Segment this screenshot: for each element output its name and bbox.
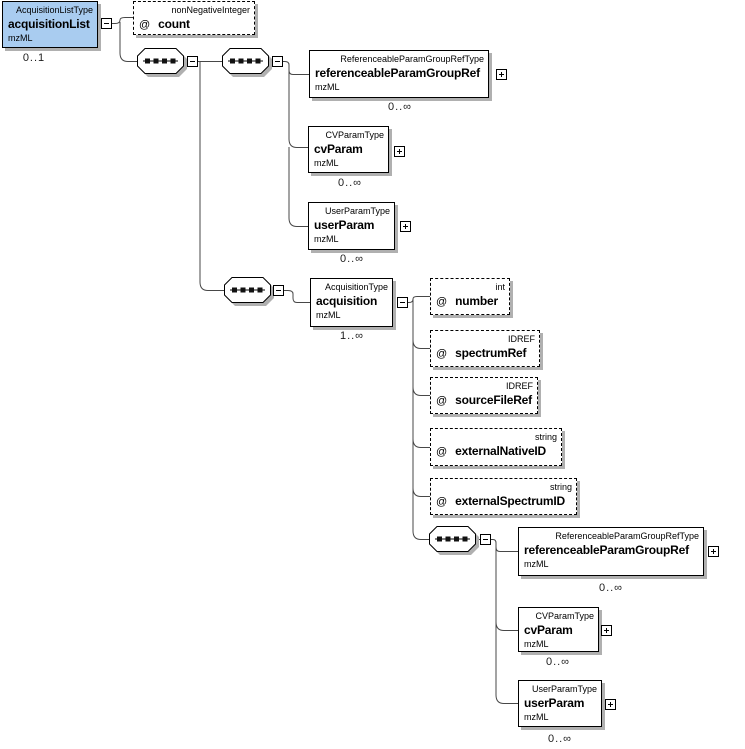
element-name: referenceableParamGroupRef <box>315 66 480 80</box>
element-name: referenceableParamGroupRef <box>524 543 689 557</box>
attribute-name: @sourceFileRef <box>436 393 532 407</box>
sequence-compositor-icon[interactable] <box>137 48 188 78</box>
attribute-box-externalSpectrumID[interactable]: string @externalSpectrumID <box>430 478 577 515</box>
collapse-toggle-icon[interactable] <box>397 297 408 308</box>
element-box-referenceableParamGroupRef[interactable]: ReferenceableParamGroupRefType reference… <box>518 527 704 576</box>
cardinality-label: 0..∞ <box>598 582 624 594</box>
attribute-name: @number <box>436 294 498 308</box>
collapse-toggle-icon[interactable] <box>273 285 284 296</box>
attribute-box-spectrumRef[interactable]: IDREF @spectrumRef <box>430 330 540 367</box>
attribute-box-count[interactable]: nonNegativeInteger @count <box>133 1 255 35</box>
cardinality-label: 0..∞ <box>545 656 571 668</box>
element-name: userParam <box>524 696 585 710</box>
collapse-toggle-icon[interactable] <box>480 534 491 545</box>
attribute-at-sign: @ <box>436 296 448 308</box>
cardinality-label: 0..∞ <box>547 733 573 745</box>
collapse-toggle-icon[interactable] <box>272 56 283 67</box>
namespace-label: mzML <box>314 158 339 168</box>
sequence-compositor-icon[interactable] <box>429 526 480 556</box>
namespace-label: mzML <box>524 559 549 569</box>
cardinality-label: 0..∞ <box>337 177 363 189</box>
expand-toggle-icon[interactable] <box>496 69 507 80</box>
attribute-at-sign: @ <box>139 19 151 31</box>
namespace-label: mzML <box>524 712 549 722</box>
expand-toggle-icon[interactable] <box>605 699 616 710</box>
type-label: IDREF <box>506 381 533 391</box>
type-label: IDREF <box>508 334 535 344</box>
type-label: AcquisitionListType <box>15 5 93 15</box>
attribute-at-sign: @ <box>436 348 448 360</box>
cardinality-label: 0..∞ <box>387 101 413 113</box>
type-label: nonNegativeInteger <box>171 5 250 15</box>
attribute-at-sign: @ <box>436 395 448 407</box>
type-label: string <box>549 482 572 492</box>
sequence-compositor-icon[interactable] <box>222 48 273 78</box>
attribute-box-sourceFileRef[interactable]: IDREF @sourceFileRef <box>430 377 538 414</box>
type-label: CVParamType <box>535 611 594 621</box>
sequence-compositor-icon[interactable] <box>224 277 275 307</box>
attribute-name: @externalNativeID <box>436 444 547 458</box>
attribute-name: @spectrumRef <box>436 346 527 360</box>
attribute-box-number[interactable]: int @number <box>430 278 510 315</box>
attribute-name: @externalSpectrumID <box>436 494 565 508</box>
element-box-referenceableParamGroupRef[interactable]: ReferenceableParamGroupRefType reference… <box>309 50 489 98</box>
element-box-acquisition[interactable]: AcquisitionType acquisition mzML <box>310 278 393 327</box>
type-label: UserParamType <box>324 206 390 216</box>
expand-toggle-icon[interactable] <box>394 146 405 157</box>
expand-toggle-icon[interactable] <box>400 221 411 232</box>
element-box-acquisitionList[interactable]: AcquisitionListType acquisitionList mzML <box>2 1 98 48</box>
attribute-at-sign: @ <box>436 446 448 458</box>
element-name: cvParam <box>314 142 363 156</box>
expand-toggle-icon[interactable] <box>708 546 719 557</box>
type-label: int <box>495 282 505 292</box>
namespace-label: mzML <box>314 234 339 244</box>
type-label: UserParamType <box>531 684 597 694</box>
type-label: CVParamType <box>325 130 384 140</box>
namespace-label: mzML <box>524 639 549 649</box>
cardinality-label: 0..∞ <box>339 253 365 265</box>
collapse-toggle-icon[interactable] <box>101 18 112 29</box>
cardinality-label: 1..∞ <box>339 330 365 342</box>
namespace-label: mzML <box>316 310 341 320</box>
element-box-userParam[interactable]: UserParamType userParam mzML <box>518 680 602 727</box>
element-name: acquisition <box>316 294 378 308</box>
type-label: ReferenceableParamGroupRefType <box>555 531 699 541</box>
cardinality-label: 0..1 <box>22 52 46 64</box>
type-label: ReferenceableParamGroupRefType <box>340 54 484 64</box>
attribute-name: @count <box>139 17 190 31</box>
type-label: AcquisitionType <box>324 282 388 292</box>
attribute-at-sign: @ <box>436 496 448 508</box>
attribute-box-externalNativeID[interactable]: string @externalNativeID <box>430 428 562 466</box>
expand-toggle-icon[interactable] <box>601 625 612 636</box>
collapse-toggle-icon[interactable] <box>187 56 198 67</box>
element-box-cvParam[interactable]: CVParamType cvParam mzML <box>518 607 599 652</box>
element-name: userParam <box>314 218 375 232</box>
type-label: string <box>534 432 557 442</box>
element-box-userParam[interactable]: UserParamType userParam mzML <box>308 202 395 250</box>
namespace-label: mzML <box>8 33 33 43</box>
namespace-label: mzML <box>315 82 340 92</box>
element-name: cvParam <box>524 623 573 637</box>
element-box-cvParam[interactable]: CVParamType cvParam mzML <box>308 126 389 173</box>
element-name: acquisitionList <box>8 17 90 31</box>
